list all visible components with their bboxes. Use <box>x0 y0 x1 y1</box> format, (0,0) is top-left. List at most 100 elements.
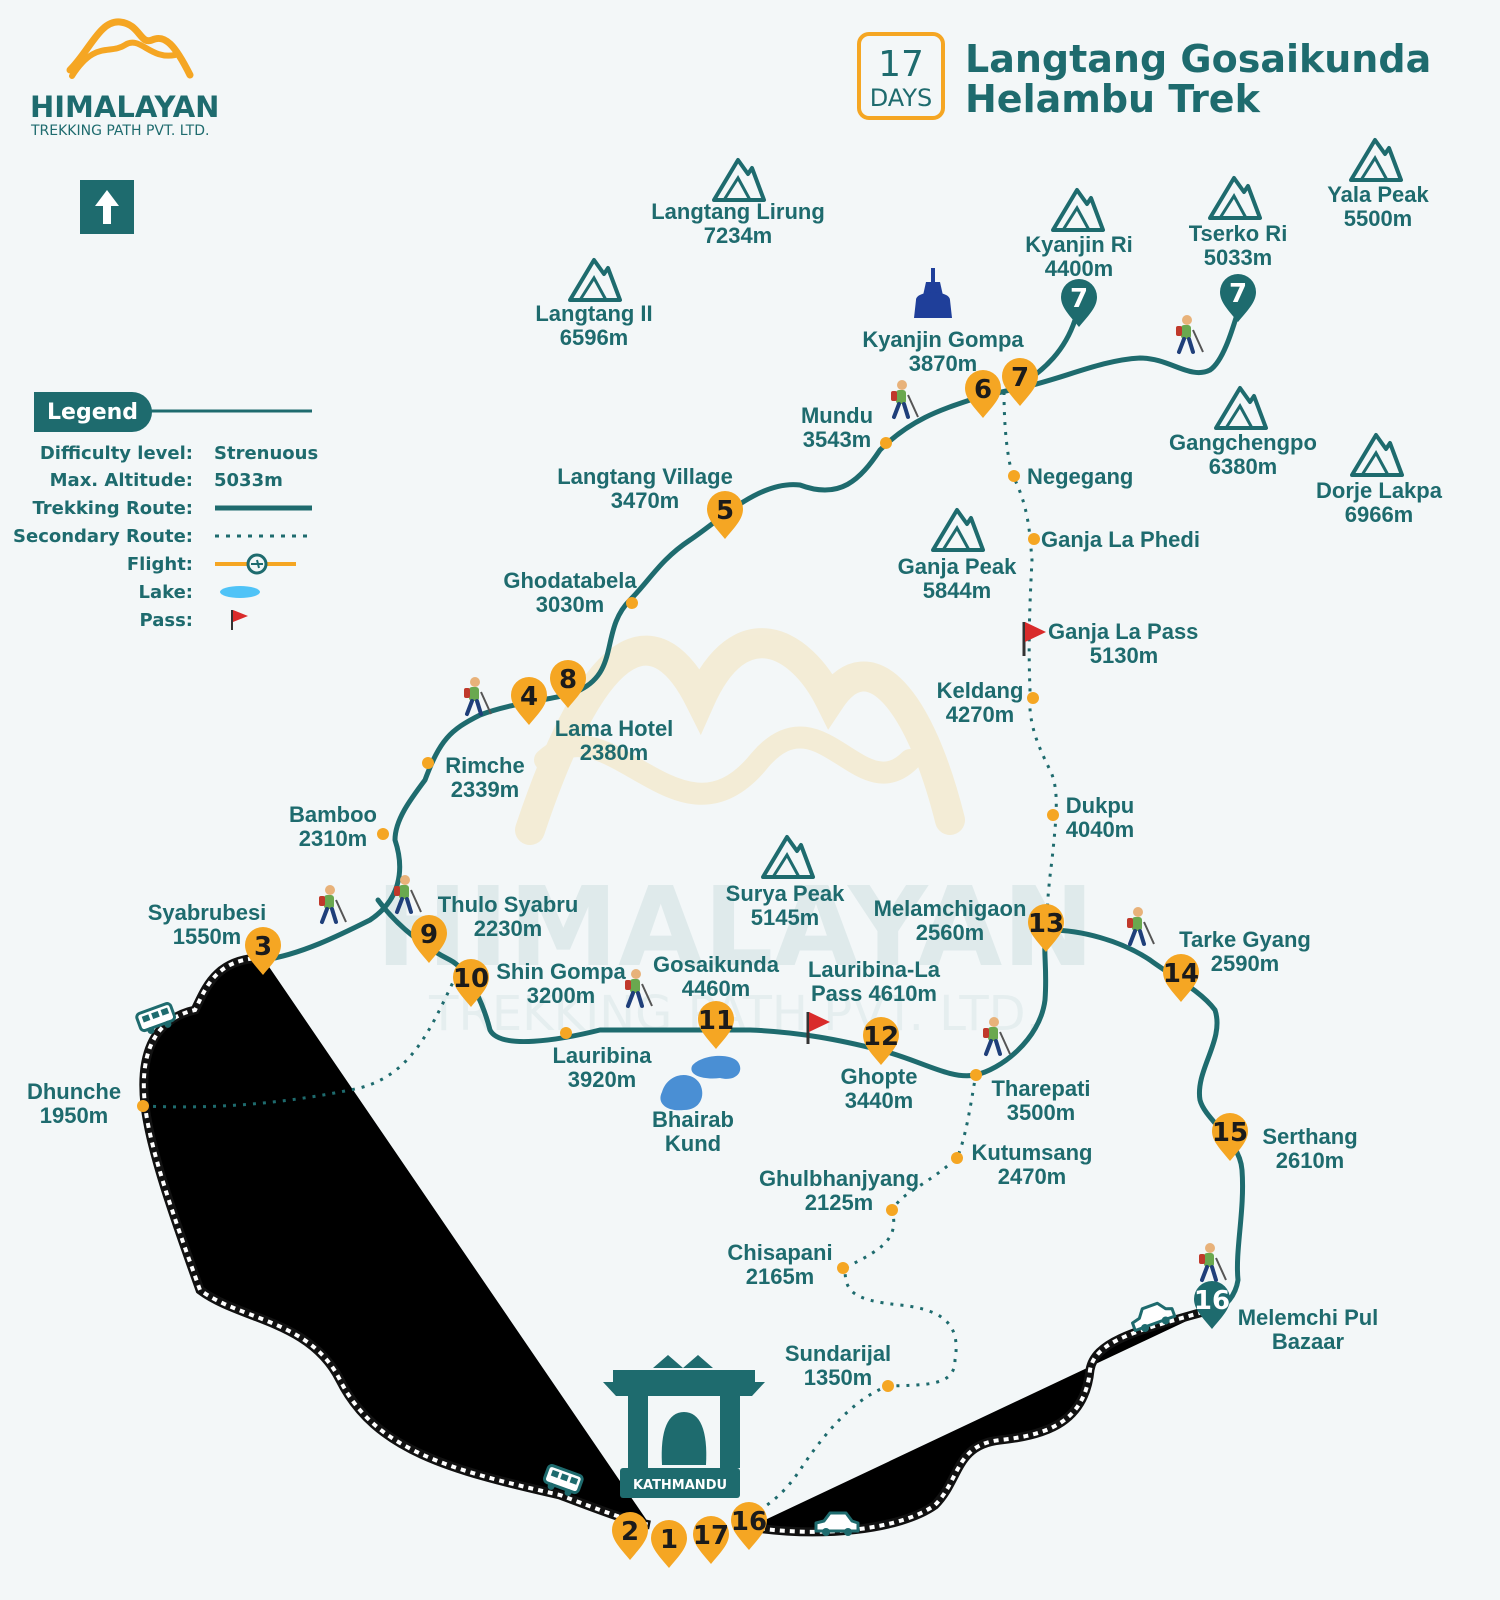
bhairab-kund-lake <box>660 1074 703 1111</box>
place-name: Kutumsang <box>972 1140 1093 1165</box>
place-name: Gosaikunda <box>653 952 780 977</box>
place-name: Ganja La Phedi <box>1041 527 1200 552</box>
place-name: Melamchigaon <box>874 896 1027 921</box>
map-title-line1: Langtang Gosaikunda <box>965 37 1431 81</box>
day-pin: 16 <box>731 1502 767 1550</box>
svg-text:8: 8 <box>559 665 577 695</box>
peak-name: Surya Peak <box>726 881 845 906</box>
day-pins: 1 2 3 4 5 6 7 7 7 8 9 10 11 12 13 14 15 … <box>245 274 1256 1568</box>
peak-name: Kyanjin Ri <box>1025 232 1133 257</box>
place-altitude: 2470m <box>998 1164 1067 1189</box>
place-altitude: 2560m <box>916 920 985 945</box>
mountain-icon <box>712 158 766 202</box>
place-name: Mundu <box>801 403 873 428</box>
peak-name: Tserko Ri <box>1189 221 1288 246</box>
day-pin: 7 <box>1002 358 1038 406</box>
lakes <box>660 1055 741 1111</box>
flag-icon <box>806 1012 830 1044</box>
day-pin: 11 <box>698 1001 734 1049</box>
watermark-text: HIMALAYAN <box>376 863 1095 991</box>
peak-altitude: 5033m <box>1204 245 1273 270</box>
place-name: Ghulbhanjyang <box>759 1166 919 1191</box>
svg-text:1: 1 <box>660 1525 678 1555</box>
legend-route-label: Trekking Route: <box>32 498 193 519</box>
place-altitude: 2230m <box>474 916 543 941</box>
place-altitude: 4040m <box>1066 817 1135 842</box>
legend-heading: Legend <box>47 400 138 425</box>
peak-altitude: 7234m <box>704 223 773 248</box>
svg-text:17: 17 <box>693 1521 729 1551</box>
peak-altitude: 5500m <box>1344 206 1413 231</box>
legend-flight-label: Flight: <box>127 554 193 575</box>
peak-name: Langtang II <box>535 301 652 326</box>
place-altitude: 2310m <box>299 826 368 851</box>
svg-text:13: 13 <box>1028 909 1064 939</box>
watermark-tagline: TREKKING PATH PVT. LTD. <box>428 986 1041 1042</box>
place-altitude: Bazaar <box>1272 1329 1345 1354</box>
peak-name: Ganja Peak <box>898 554 1017 579</box>
svg-text:10: 10 <box>453 964 489 994</box>
place-name: Lauribina <box>552 1043 652 1068</box>
legend-altitude-value: 5033m <box>214 470 283 491</box>
svg-text:9: 9 <box>420 920 438 950</box>
days-badge: 17 DAYS <box>857 32 945 120</box>
legend-lake-label: Lake: <box>138 582 193 603</box>
svg-text:16: 16 <box>731 1507 767 1537</box>
peak-name: Langtang Lirung <box>651 199 825 224</box>
day-pin: 15 <box>1212 1113 1248 1161</box>
place-altitude: 5130m <box>1090 643 1159 668</box>
day-pin: 1 <box>651 1520 687 1568</box>
place-altitude: 1950m <box>40 1103 109 1128</box>
brand-name: HIMALAYAN <box>30 90 219 124</box>
svg-text:5: 5 <box>716 496 734 526</box>
place-altitude: 3030m <box>536 592 605 617</box>
mountain-icon <box>1350 433 1404 477</box>
day-pin: 3 <box>245 927 281 975</box>
place-name: Sundarijal <box>785 1341 891 1366</box>
place-name: Dukpu <box>1066 793 1134 818</box>
place-name: Syabrubesi <box>148 900 267 925</box>
place-name: Lama Hotel <box>555 716 674 741</box>
flag-icon <box>231 610 248 630</box>
place-altitude: 2380m <box>580 740 649 765</box>
peak-name: Gangchengpo <box>1169 430 1317 455</box>
hiker-icon <box>462 675 493 716</box>
place-name: Tharepati <box>991 1076 1090 1101</box>
place-name: Ghodatabela <box>503 568 637 593</box>
place-name: Chisapani <box>727 1240 832 1265</box>
svg-text:3: 3 <box>254 932 272 962</box>
place-altitude: 4460m <box>682 976 751 1001</box>
day-pin: 13 <box>1028 904 1064 952</box>
peak-altitude: 6596m <box>560 325 629 350</box>
peak-altitude: 6966m <box>1345 502 1414 527</box>
day-pin: 10 <box>453 959 489 1007</box>
place-altitude: 3200m <box>527 983 596 1008</box>
hiker-icon <box>1125 905 1156 946</box>
place-name: Bamboo <box>289 802 377 827</box>
legend-difficulty-label: Difficulty level: <box>40 443 193 464</box>
day-pin: 12 <box>863 1017 899 1065</box>
svg-text:2: 2 <box>621 1517 639 1547</box>
legend-secondary-label: Secondary Route: <box>13 526 193 547</box>
place-altitude: 2610m <box>1276 1148 1345 1173</box>
day-pin: 7 <box>1061 279 1097 327</box>
place-altitude: 1350m <box>804 1365 873 1390</box>
place-name: Rimche <box>445 753 524 778</box>
stupa-icon <box>914 268 952 318</box>
place-altitude: Pass 4610m <box>811 981 937 1006</box>
svg-text:7: 7 <box>1070 284 1088 314</box>
place-name: Dhunche <box>27 1079 121 1104</box>
svg-text:12: 12 <box>863 1022 899 1052</box>
place-name: Shin Gompa <box>496 959 626 984</box>
mountain-icon <box>1349 138 1403 182</box>
peak-name: Dorje Lakpa <box>1316 478 1443 503</box>
place-name: Thulo Syabru <box>438 892 579 917</box>
kathmandu-gate-icon: KATHMANDU <box>603 1355 765 1498</box>
watermark: HIMALAYAN TREKKING PATH PVT. LTD. <box>376 628 1095 1042</box>
peak-name: Yala Peak <box>1327 182 1429 207</box>
hiker-icon <box>889 378 920 419</box>
peak-altitude: 5844m <box>923 578 992 603</box>
waypoint-dots <box>137 437 1059 1392</box>
place-altitude: 2339m <box>451 777 520 802</box>
